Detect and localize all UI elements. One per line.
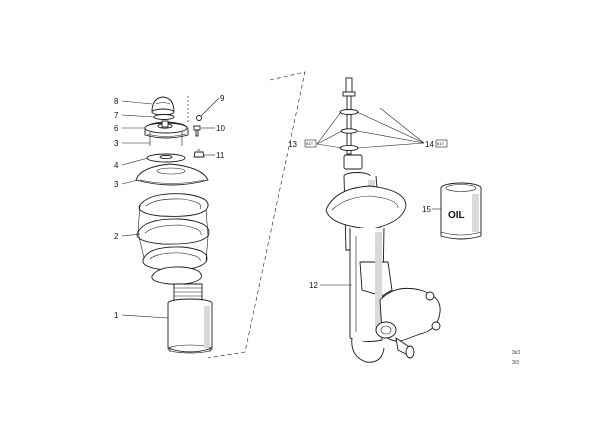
bump-stop — [173, 283, 203, 301]
callout-3-lower: 3 — [114, 180, 119, 189]
kit-tag-13 — [304, 139, 317, 148]
dashed-separator — [207, 71, 306, 359]
callout-12: 12 — [309, 281, 318, 290]
callout-6: 6 — [114, 124, 119, 133]
callout-1: 1 — [114, 311, 119, 320]
mount-nut — [193, 149, 205, 158]
callout-3-upper: 3 — [114, 139, 119, 148]
rubber-stop-cap — [151, 96, 175, 116]
strut-spring-seat — [325, 185, 407, 230]
kit-tag-14 — [435, 139, 448, 148]
callout-14: 14 — [425, 140, 434, 149]
right-assembly — [325, 77, 441, 363]
callout-13: 13 — [288, 140, 297, 149]
coil-spring — [136, 193, 210, 285]
kit-tag-14-text: KIT — [437, 143, 445, 147]
callout-11: 11 — [216, 151, 225, 160]
callout-7: 7 — [114, 111, 119, 120]
stub-axle — [395, 337, 415, 359]
left-assembly — [135, 96, 213, 354]
strut-lower-body — [349, 227, 393, 343]
kit-tag-13-text: KIT — [306, 143, 314, 147]
shock-absorber-tube — [167, 298, 213, 354]
callout-4: 4 — [114, 161, 119, 170]
oil-can-label: OIL — [448, 210, 465, 221]
reference-code-1: 3x3 — [512, 350, 520, 356]
thin-washer — [153, 114, 175, 120]
oil-can: OIL — [440, 182, 482, 240]
reference-code-2: 3/3 — [512, 360, 519, 366]
callout-2: 2 — [114, 232, 119, 241]
piston-rod — [339, 77, 359, 155]
mount-bolt — [193, 125, 201, 137]
steering-knuckle — [351, 287, 441, 363]
upper-spring-seat — [135, 163, 209, 186]
callout-15: 15 — [422, 205, 431, 214]
callout-10: 10 — [216, 124, 225, 133]
callout-8: 8 — [114, 97, 119, 106]
strut-top-mount — [144, 120, 189, 146]
small-washer — [196, 115, 202, 121]
spring-seat-washer — [146, 153, 186, 163]
callout-9: 9 — [220, 94, 225, 103]
